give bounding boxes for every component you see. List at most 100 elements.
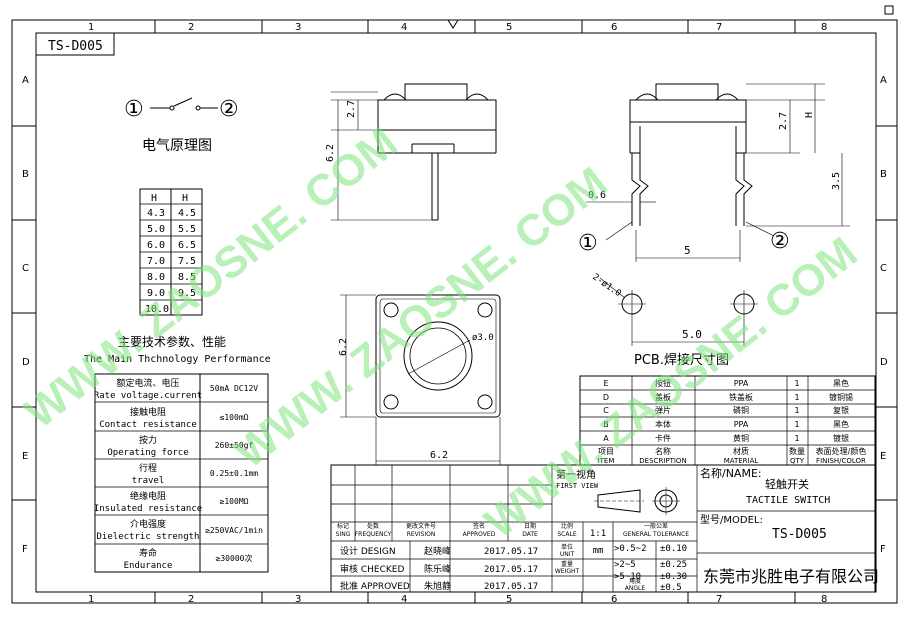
ruler-labels: 1 2 3 4 5 6 7 8 1 2 3 4 5 6 7 8 A B C D … (22, 22, 888, 605)
spec-label-cn: 寿命 (139, 547, 157, 559)
tb-design-name: 赵晓峰 (424, 545, 451, 557)
bom-item: B (603, 420, 609, 429)
row-label-a: A (22, 75, 29, 86)
height-header-1: H (151, 193, 157, 204)
title-box (35, 32, 115, 56)
tb-scale: 1:1 (590, 529, 606, 539)
title-block: 标记 SING 处数 FREQUENCY 更改文件号 REVISION 签名 A… (330, 464, 879, 593)
tb-head-en: SING (336, 531, 351, 538)
bom-mat: 黄铜 (733, 433, 749, 443)
row-label-f-r: F (880, 544, 886, 555)
height-table: H H 4.3 4.5 5.0 5.5 6.0 6.5 7.0 7.5 8.0 … (139, 188, 203, 316)
tb-tol-range: >2~5 (614, 560, 636, 570)
spec-label-en: Rate voltage.current (94, 391, 202, 401)
tb-head-en: APPROVED (463, 531, 496, 538)
spec-label-cn: 额定电流、电压 (116, 377, 179, 389)
height-cell: 6.0 (147, 240, 165, 251)
spec-title-cn: 主要技术参数、性能 (118, 334, 226, 349)
bom-color: 黑色 (833, 378, 849, 388)
tb-head-en: REVISION (407, 531, 436, 538)
height-cell: 5.5 (178, 224, 196, 235)
col-label-1: 1 (88, 22, 94, 33)
tb-first-view-cn: 第一视角 (556, 468, 596, 481)
tb-approve-name: 朱旭静 (424, 580, 451, 592)
tb-tol-val: ±0.5 (660, 583, 682, 593)
tb-angle-cn: 角度 (629, 577, 641, 585)
pcb-caption: PCB.焊接尺寸图 (634, 352, 729, 368)
spec-label-en: Dielectric strength (97, 532, 200, 542)
spec-label-cn: 接触电阻 (130, 406, 166, 418)
row-label-c: C (22, 263, 29, 274)
row-label-e: E (22, 451, 28, 462)
height-header-2: H (182, 193, 188, 204)
bom-head-qty-en: QTY (790, 457, 805, 465)
spec-label-en: Endurance (124, 561, 173, 571)
height-cell: 9.0 (147, 288, 165, 299)
dim-5: 5 (684, 244, 691, 257)
spec-label-cn: 介电强度 (130, 518, 166, 530)
tb-head-cn: 更改文件号 (406, 522, 436, 530)
tb-check-date: 2017.05.17 (484, 565, 538, 575)
tb-tol-val: ±0.25 (660, 560, 687, 570)
dim-2-7-side: 2.7 (346, 100, 357, 118)
height-cell: 7.5 (178, 256, 196, 267)
bom-color: 镀铜锡 (829, 392, 853, 402)
tb-approve-date: 2017.05.17 (484, 582, 538, 592)
bom-head-fin-cn: 表面处理/颜色 (816, 446, 867, 456)
tb-head-cn: 处数 (367, 522, 379, 530)
bom-color: 复银 (833, 405, 849, 415)
row-label-e-r: E (880, 451, 886, 462)
bom-head-fin-en: FINISH/COLOR (816, 457, 866, 465)
tb-name-label: 名称/NAME: (700, 466, 762, 480)
dim-hole: 2-ø1.0 (590, 272, 622, 299)
col-label-5: 5 (506, 22, 512, 33)
dim-front-h: 6.2 (338, 338, 349, 356)
profile-pin2: ② (770, 229, 790, 254)
tb-model: TS-D005 (772, 527, 827, 542)
tb-angle-en: ANGLE (625, 585, 646, 592)
bom-qty: 1 (794, 393, 799, 402)
bom-head-item-cn: 项目 (598, 447, 614, 456)
row-label-d: D (22, 357, 30, 368)
dim-dia-3-0: ø3.0 (472, 333, 494, 343)
height-cell: 4.3 (147, 208, 165, 219)
bom-head-mat-cn: 材质 (733, 446, 749, 456)
tb-approve-label: 批准 APPROVED (340, 580, 410, 592)
tb-tol-val: ±0.10 (660, 544, 687, 554)
dim-front-w: 6.2 (430, 450, 448, 461)
tb-tol-range: >5~10 (614, 572, 641, 582)
tb-head-en: SCALE (557, 531, 576, 538)
profile-view: 2.7 H 3.5 0.6 5 ① ② (578, 83, 850, 262)
bom-mat: 磷铜 (733, 405, 749, 415)
col-label-6b: 6 (611, 594, 617, 605)
bom-item: C (603, 406, 609, 415)
bom-head-qty-cn: 数量 (789, 446, 805, 456)
spec-label-en: travel (132, 476, 165, 486)
center-marker-top (447, 19, 459, 29)
tb-head-cn: 标记 (337, 522, 349, 530)
bom-desc: 卡件 (655, 433, 671, 443)
spec-label-cn: 绝缘电阻 (130, 490, 166, 502)
col-label-7: 7 (716, 22, 722, 33)
row-label-b: B (22, 169, 29, 180)
bom-mat: PPA (734, 379, 749, 388)
row-label-a-r: A (880, 75, 887, 86)
spec-label-cn: 行程 (139, 462, 157, 474)
row-label-d-r: D (880, 357, 888, 368)
bom-desc: 本体 (655, 419, 671, 429)
tb-weight-cn: 重量 (561, 560, 573, 568)
side-view: 2.7 6.2 (325, 83, 497, 221)
spec-value: ≥30000次 (216, 553, 253, 563)
col-label-3b: 3 (295, 594, 301, 605)
tb-check-name: 陈乐峰 (424, 563, 451, 575)
bom-desc: 按钮 (655, 378, 671, 388)
tb-tol-range: >0.5~2 (614, 544, 647, 554)
spec-value: ≥100MΩ (220, 497, 249, 506)
spec-label-en: Operating force (107, 448, 188, 458)
bom-qty: 1 (794, 434, 799, 443)
tb-first-view-en: FIRST VIEW (556, 482, 599, 490)
height-cell: 8.0 (147, 272, 165, 283)
circuit-caption: 电气原理图 (142, 138, 212, 154)
height-cell: 4.5 (178, 208, 196, 219)
